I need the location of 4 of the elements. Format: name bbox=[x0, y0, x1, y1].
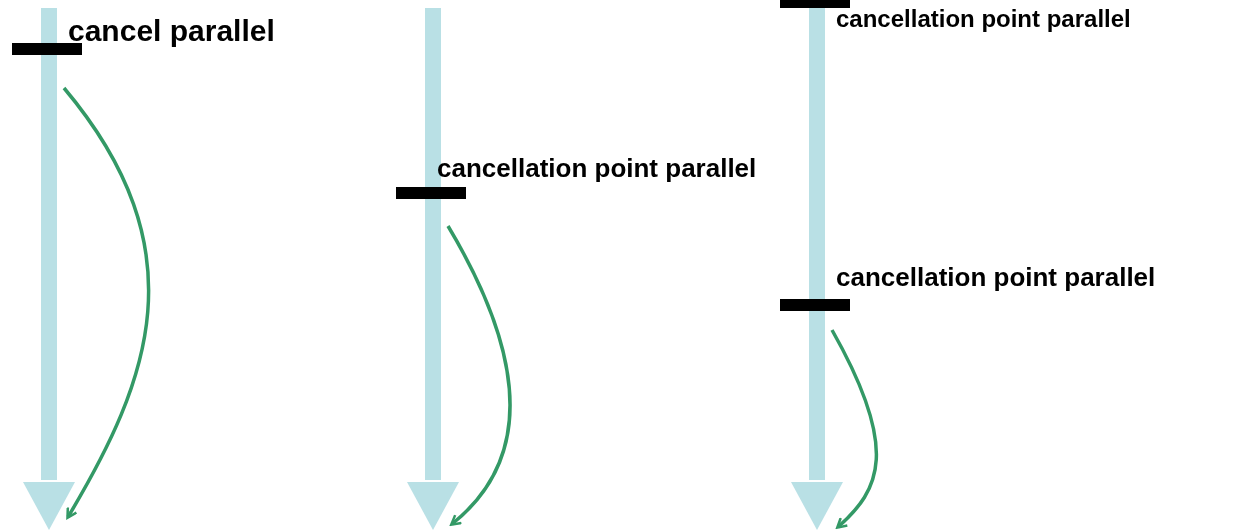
text-label: cancel parallel bbox=[68, 16, 275, 46]
text-label: cancellation point parallel bbox=[836, 7, 1131, 31]
text-label: cancellation point parallel bbox=[836, 264, 1156, 290]
text-label: cancellation point parallel bbox=[437, 155, 757, 181]
